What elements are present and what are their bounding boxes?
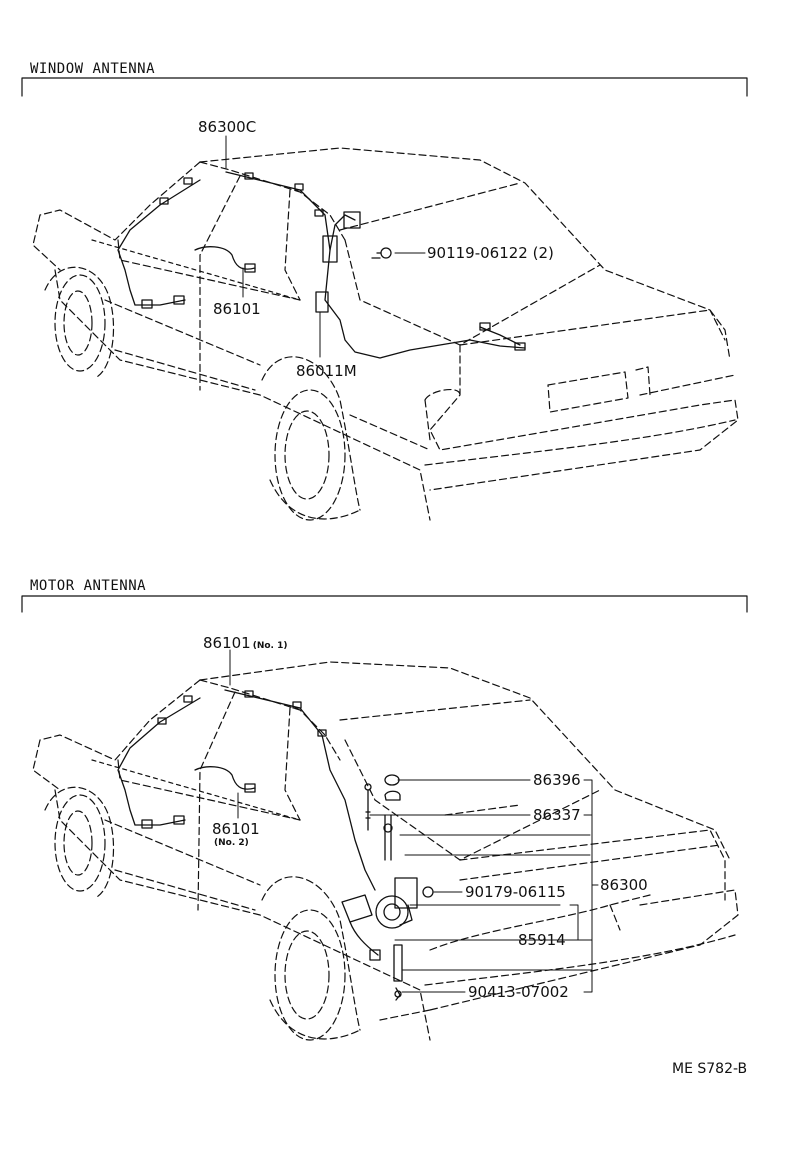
label-85914: 85914: [518, 931, 566, 949]
label-86396: 86396: [533, 771, 581, 789]
label-86300c: 86300C: [198, 118, 257, 136]
window-antenna-wiring: [117, 171, 526, 359]
window-car-body: [32, 147, 739, 521]
label-86101-no1: 86101(No. 1): [203, 634, 287, 652]
label-86101-no2: 86101: [212, 820, 260, 838]
label-90179-06115: 90179-06115: [465, 883, 566, 901]
motor-leaders: [229, 649, 599, 993]
label-86101-no1-sub: (No. 1): [252, 641, 288, 651]
motor-car-body: [32, 661, 739, 1041]
window-section-bracket: [21, 77, 748, 97]
motor-antenna-wiring: [117, 689, 434, 1001]
figure-code: ME S782-B: [672, 1061, 748, 1077]
window-antenna-title: WINDOW ANTENNA: [30, 61, 156, 77]
label-86101-window: 86101: [213, 300, 261, 318]
label-86300: 86300: [600, 876, 648, 894]
window-leaders: [225, 135, 426, 358]
label-90413-07002: 90413-07002: [468, 983, 569, 1001]
label-86337: 86337: [533, 806, 581, 824]
motor-section-bracket: [21, 595, 748, 613]
label-86101-no2-sub: (No. 2): [214, 838, 249, 848]
label-86011m: 86011M: [296, 362, 357, 380]
motor-antenna-title: MOTOR ANTENNA: [30, 578, 147, 594]
label-86101-no1-number: 86101: [203, 634, 251, 652]
label-90119-06122: 90119-06122 (2): [427, 244, 554, 262]
